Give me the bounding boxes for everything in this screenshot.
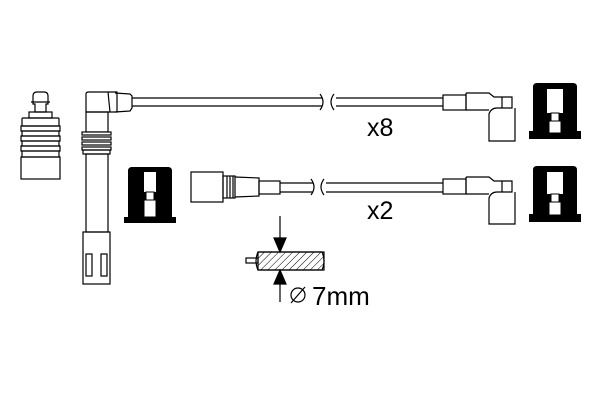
angled-terminal-lower <box>442 176 516 225</box>
diameter-symbol-icon <box>290 287 306 303</box>
diameter-label: 7mm <box>312 281 370 311</box>
cable-cross-section <box>245 216 325 302</box>
distributor-cap-right-upper <box>529 83 581 139</box>
angled-terminal-upper <box>442 92 516 142</box>
distributor-cap-left <box>124 167 176 223</box>
spark-plug-boot <box>20 91 61 180</box>
long-plug-connector <box>81 91 133 285</box>
quantity-label-lower: x2 <box>367 197 394 225</box>
quantity-label-upper: x8 <box>367 114 394 142</box>
upper-cable <box>132 93 443 111</box>
distributor-cap-right-lower <box>529 166 581 222</box>
straight-terminal-lower <box>190 171 281 203</box>
lower-cable <box>280 178 443 196</box>
